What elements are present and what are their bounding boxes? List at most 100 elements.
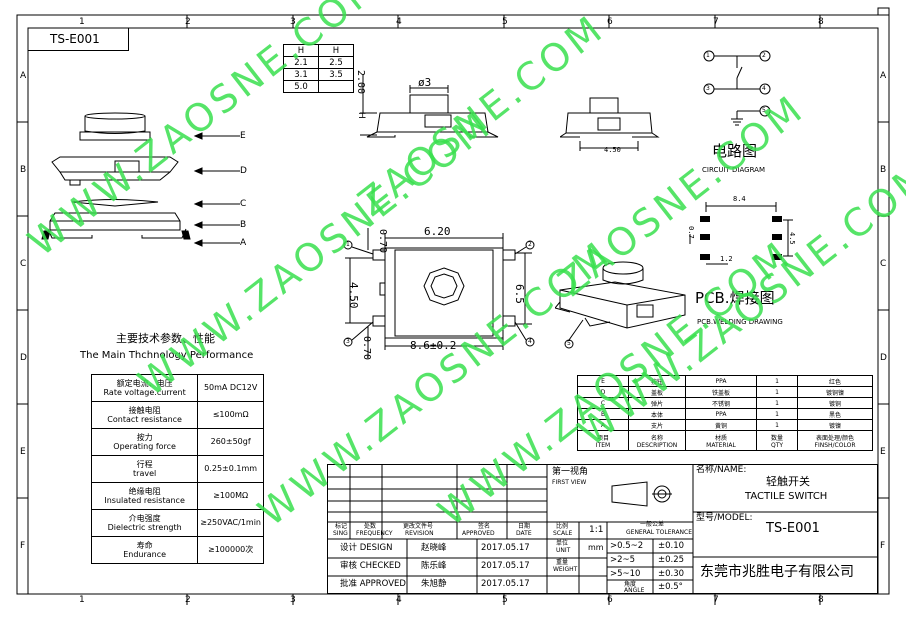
col-label: 3	[290, 595, 296, 605]
weight-cn: 重量	[556, 559, 569, 566]
circuit-subtitle: CIRCUIT DIAGRAM	[702, 166, 765, 174]
bom-cell: 1	[756, 419, 798, 431]
bom-header-cn: 项目	[596, 434, 609, 442]
spec-name-cn: 接触电阻	[128, 405, 161, 415]
model-label: 型号/MODEL:	[696, 513, 753, 523]
col-label: 1	[79, 595, 85, 605]
top-pin-1: 1	[346, 241, 350, 248]
first-view-cn: 第一视角	[552, 467, 589, 477]
bom-cell: 1	[756, 375, 798, 387]
tolerance-title-cn: 一般公差	[640, 521, 665, 528]
pcb-dim-side: 0.7	[687, 226, 695, 239]
dim-top-gap-bottom: 0.70	[361, 336, 372, 361]
part-label-d: D	[240, 166, 247, 176]
spec-value: ≤100mΩ	[197, 401, 264, 429]
top-view	[343, 228, 535, 358]
rev-header-cn: 签名	[478, 523, 491, 530]
col-label: 7	[713, 17, 719, 27]
pcb-dim-width: 8.4	[733, 195, 746, 203]
part-label-e: E	[240, 131, 246, 141]
angle-en: ANGLE	[624, 587, 645, 594]
dim-top-gap-top: 0.70	[377, 229, 388, 254]
height-cell	[318, 80, 354, 93]
drawing-id: TS-E001	[50, 32, 100, 46]
row-label: A	[880, 71, 887, 81]
name-en: TACTILE SWITCH	[745, 491, 828, 502]
circuit-title: 电路图	[712, 142, 758, 160]
spec-name-en: Insulated resistance	[104, 496, 185, 505]
angle-cn: 角度	[624, 581, 637, 588]
pcb-dim-pad: 1.2	[720, 255, 733, 263]
bom-header-cn: 数量	[770, 434, 783, 442]
spec-name-en: Rate voltage.current	[103, 388, 186, 397]
col-label: 2	[185, 17, 191, 27]
weight-en: WEIGHT	[553, 566, 578, 573]
col-label: 4	[396, 595, 402, 605]
bom-header-en: DESCRIPTION	[636, 441, 678, 449]
col-label: 7	[713, 595, 719, 605]
approved-role: 批准 APPROVED	[340, 579, 406, 589]
row-label: F	[880, 541, 886, 551]
circuit-diagram	[703, 50, 771, 126]
top-pin-3: 3	[346, 338, 350, 345]
col-label: 5	[502, 595, 508, 605]
part-label-a: A	[240, 238, 247, 248]
rev-header-cn: 更改文件号	[403, 523, 434, 530]
col-label: 5	[502, 17, 508, 27]
unit-value: mm	[588, 543, 604, 552]
circuit-pin-1: 1	[706, 52, 710, 59]
bom-cell: 不锈钢	[685, 397, 757, 409]
spec-value: ≥250VAC/1min	[197, 509, 264, 537]
first-view-en: FIRST VIEW	[552, 479, 587, 486]
tolerance-title-en: GENERAL TOLERANCE	[626, 529, 693, 536]
spec-value: ≥100000次	[197, 536, 264, 564]
name-cn: 轻触开关	[766, 475, 810, 488]
col-label: 8	[818, 17, 824, 27]
spec-value: 260±50gf	[197, 428, 264, 456]
tolerance-range: >2~5	[610, 555, 636, 565]
row-label: E	[880, 447, 886, 457]
spec-name-cn: 寿命	[136, 540, 153, 550]
rev-header-en: SING	[333, 530, 348, 537]
side-view	[360, 75, 499, 138]
checked-name: 陈乐峰	[421, 561, 447, 571]
spec-name-en: Endurance	[123, 550, 167, 559]
bom-header-en: ITEM	[595, 441, 611, 449]
angle-value: ±0.5°	[658, 582, 683, 592]
design-name: 赵晓峰	[421, 543, 447, 553]
bom-cell: 镀镍	[797, 419, 873, 431]
bom-cell: 铁盖板	[685, 386, 757, 398]
row-label: E	[20, 447, 26, 457]
rev-header-en: APPROVED	[462, 530, 495, 537]
performance-title-cn: 主要技术参数、性能	[116, 332, 215, 345]
row-label: D	[20, 353, 27, 363]
spec-name-cn: 绝缘电阻	[128, 486, 161, 496]
bom-header-cn: 材质	[714, 434, 727, 442]
tolerance-value: ±0.25	[658, 555, 685, 565]
rev-header-cn: 比例	[556, 523, 569, 530]
spec-name-en: travel	[133, 469, 157, 478]
isometric-view	[555, 261, 686, 349]
design-date: 2017.05.17	[481, 543, 530, 553]
pcb-dim-height: 4.5	[788, 232, 796, 245]
iso-pin-5: 5	[567, 340, 571, 347]
bom-cell: PPA	[685, 408, 757, 420]
circuit-pin-4: 4	[762, 85, 766, 92]
approved-date: 2017.05.17	[481, 579, 530, 589]
pcb-title: PCB.焊接图	[695, 289, 775, 307]
height-cell: 5.0	[283, 80, 319, 93]
dim-diameter: ø3	[418, 76, 432, 89]
bom-header-cn: 表面处理/颜色	[815, 434, 855, 442]
bom-cell: 1	[756, 397, 798, 409]
bom-cell: 镀铜镍	[797, 386, 873, 398]
top-pin-4: 4	[528, 338, 532, 345]
dim-top-height: 4.50	[347, 282, 360, 309]
pcb-footprint	[689, 202, 793, 265]
spec-value: 50mA DC12V	[197, 374, 264, 402]
col-label: 6	[607, 17, 613, 27]
dim-side-height: 2.00	[355, 70, 366, 95]
